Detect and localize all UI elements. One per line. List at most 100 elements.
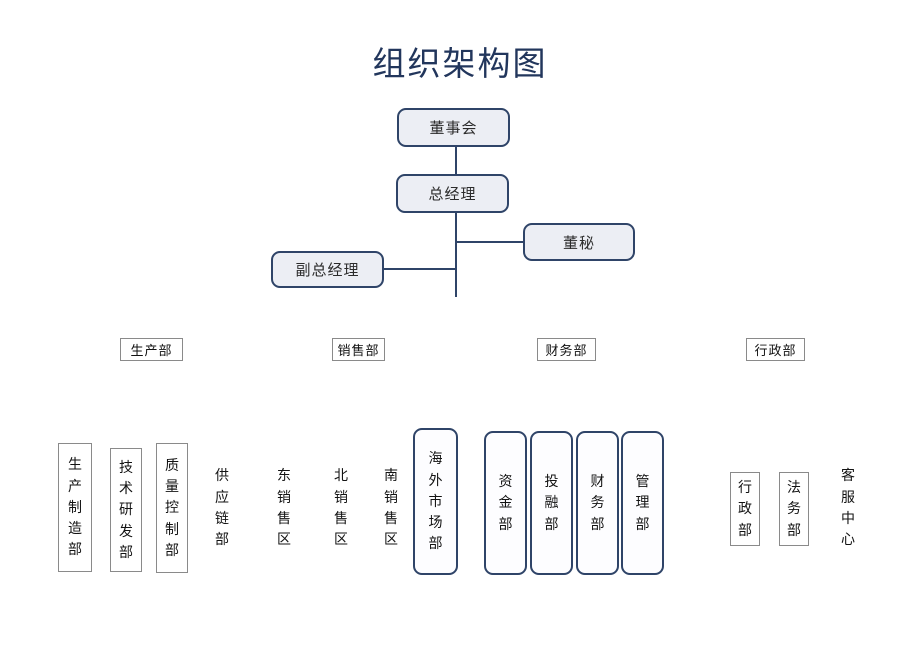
vertical-char: 技	[119, 458, 133, 475]
leaf-accounting-dept-label: 财务部	[591, 471, 605, 535]
vertical-char: 投	[544, 473, 559, 490]
vertical-char: 财	[590, 473, 605, 490]
vertical-char: 应	[215, 488, 229, 505]
vertical-char: 制	[165, 520, 179, 537]
dept-header-administration-label: 行政部	[754, 343, 797, 358]
vertical-char: 南	[384, 467, 398, 484]
vertical-char: 产	[68, 477, 82, 494]
leaf-capital-dept[interactable]: 资金部	[484, 431, 527, 575]
vertical-char: 部	[428, 535, 443, 552]
vertical-char: 销	[384, 488, 398, 505]
leaf-investment-dept[interactable]: 投融部	[530, 431, 573, 575]
leaf-supply-chain[interactable]: 供应链部	[206, 456, 238, 560]
vertical-char: 服	[841, 488, 855, 505]
vertical-char: 部	[119, 543, 133, 560]
vertical-char: 行	[738, 479, 752, 496]
leaf-customer-service-center[interactable]: 客服中心	[832, 456, 864, 560]
leaf-south-sales-region-label: 南销售区	[384, 465, 398, 550]
vertical-char: 部	[215, 531, 229, 548]
vertical-char: 政	[738, 500, 752, 517]
dept-header-sales[interactable]: 销售部	[332, 338, 385, 361]
leaf-manufacturing[interactable]: 生产制造部	[58, 443, 92, 572]
leaf-manufacturing-label: 生产制造部	[68, 454, 82, 560]
leaf-overseas-market-label: 海外市场部	[429, 448, 443, 554]
leaf-south-sales-region[interactable]: 南销售区	[375, 456, 407, 560]
vertical-char: 务	[787, 500, 801, 517]
leaf-quality-control[interactable]: 质量控制部	[156, 443, 188, 573]
vertical-char: 售	[334, 510, 348, 526]
connector-board-to-gm	[455, 146, 457, 175]
connector-to-deputy-gm	[383, 268, 457, 270]
leaf-management-dept[interactable]: 管理部	[621, 431, 664, 575]
leaf-legal-dept-label: 法务部	[787, 477, 801, 541]
vertical-char: 质	[165, 456, 179, 473]
vertical-char: 海	[428, 450, 443, 467]
vertical-char: 销	[334, 488, 348, 505]
dept-header-sales-label: 销售部	[337, 343, 380, 358]
leaf-north-sales-region[interactable]: 北销售区	[325, 456, 357, 560]
vertical-char: 造	[68, 520, 82, 537]
leaf-legal-dept[interactable]: 法务部	[779, 472, 809, 546]
vertical-char: 制	[68, 498, 82, 515]
leaf-accounting-dept[interactable]: 财务部	[576, 431, 619, 575]
vertical-char: 部	[738, 521, 752, 538]
node-deputy-general-manager-label: 副总经理	[295, 262, 360, 279]
vertical-char: 资	[498, 473, 513, 490]
vertical-char: 北	[334, 467, 348, 484]
vertical-char: 售	[277, 510, 291, 526]
vertical-char: 金	[498, 494, 513, 511]
dept-header-administration[interactable]: 行政部	[746, 338, 805, 361]
vertical-char: 东	[277, 467, 291, 484]
dept-header-production[interactable]: 生产部	[120, 338, 183, 361]
vertical-char: 发	[119, 522, 133, 539]
vertical-char: 生	[68, 456, 82, 473]
vertical-char: 心	[841, 531, 855, 548]
vertical-char: 部	[635, 515, 650, 532]
node-general-manager-label: 总经理	[428, 186, 477, 203]
node-deputy-general-manager[interactable]: 副总经理	[271, 251, 384, 288]
vertical-char: 管	[635, 473, 650, 490]
vertical-char: 量	[165, 478, 179, 495]
leaf-east-sales-region-label: 东销售区	[277, 465, 291, 550]
vertical-char: 区	[277, 531, 291, 548]
leaf-investment-dept-label: 投融部	[545, 471, 559, 535]
vertical-char: 法	[787, 479, 801, 496]
vertical-char: 区	[334, 531, 348, 548]
vertical-char: 术	[119, 480, 133, 497]
vertical-char: 市	[428, 492, 443, 509]
vertical-char: 场	[428, 514, 443, 531]
leaf-north-sales-region-label: 北销售区	[334, 465, 348, 550]
leaf-rnd[interactable]: 技术研发部	[110, 448, 142, 572]
vertical-char: 区	[384, 531, 398, 548]
vertical-char: 研	[119, 501, 133, 518]
leaf-admin-office-label: 行政部	[738, 477, 752, 541]
vertical-char: 部	[544, 515, 559, 532]
vertical-char: 融	[544, 494, 559, 511]
vertical-char: 部	[787, 521, 801, 538]
vertical-char: 中	[841, 510, 855, 526]
node-board-label: 董事会	[429, 120, 478, 137]
node-general-manager[interactable]: 总经理	[396, 174, 509, 213]
dept-header-production-label: 生产部	[130, 343, 173, 358]
vertical-char: 客	[841, 467, 855, 484]
leaf-admin-office[interactable]: 行政部	[730, 472, 760, 546]
vertical-char: 理	[635, 494, 650, 511]
dept-header-finance-label: 财务部	[545, 343, 588, 358]
node-board[interactable]: 董事会	[397, 108, 510, 147]
vertical-char: 部	[68, 541, 82, 558]
node-board-secretary-label: 董秘	[562, 234, 595, 252]
leaf-overseas-market[interactable]: 海外市场部	[413, 428, 458, 575]
node-board-secretary[interactable]: 董秘	[523, 223, 635, 261]
leaf-supply-chain-label: 供应链部	[215, 465, 229, 550]
vertical-char: 链	[215, 510, 229, 526]
leaf-customer-service-center-label: 客服中心	[841, 465, 855, 550]
vertical-char: 外	[428, 471, 443, 488]
leaf-east-sales-region[interactable]: 东销售区	[268, 456, 300, 560]
dept-header-finance[interactable]: 财务部	[537, 338, 596, 361]
connector-to-secretary	[455, 241, 525, 243]
vertical-char: 售	[384, 510, 398, 526]
vertical-char: 务	[590, 494, 605, 511]
leaf-rnd-label: 技术研发部	[119, 457, 133, 563]
vertical-char: 部	[590, 515, 605, 532]
